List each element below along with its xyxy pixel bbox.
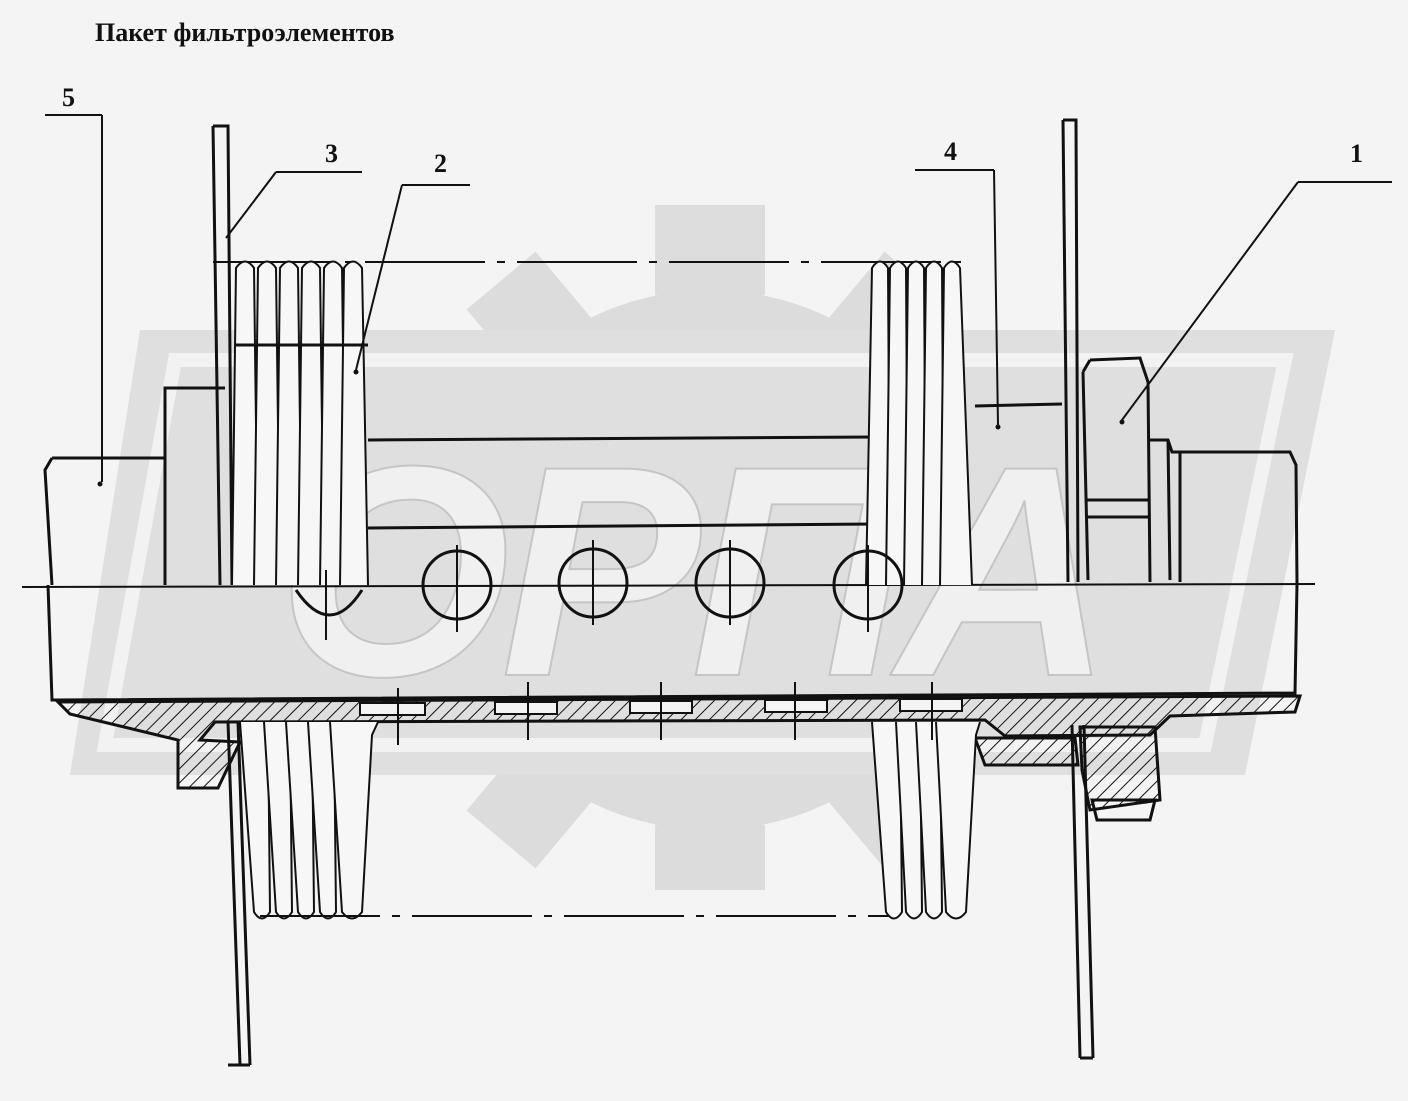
disc-stack-lower-left [239,721,890,920]
shaft [46,435,1299,702]
left-end-plate [211,124,252,1067]
watermark-text: ОРПА [277,403,1103,739]
callout-1: 1 [1119,139,1392,425]
callout-2: 2 [353,149,470,375]
callout-5: 5 [45,83,103,487]
disc-stack-upper-left [213,260,965,617]
callout-3: 3 [225,139,362,239]
shaft-holes [325,540,933,745]
callout-4: 4 [915,137,1001,430]
left-nut [43,386,225,586]
right-nut [1081,356,1182,583]
right-end-plate [1061,118,1095,1060]
disc-stack-lower-right [871,721,981,920]
callout-label-1: 1 [1350,139,1363,168]
callout-label-4: 4 [944,137,957,166]
callout-label-5: 5 [62,83,75,112]
right-spacer [974,402,1063,408]
axis-centerline [21,583,1316,588]
page-title: Пакет фильтроэлементов [95,18,395,47]
disc-stack-upper-right [865,260,973,586]
callout-label-2: 2 [434,149,447,178]
callout-label-3: 3 [325,139,338,168]
